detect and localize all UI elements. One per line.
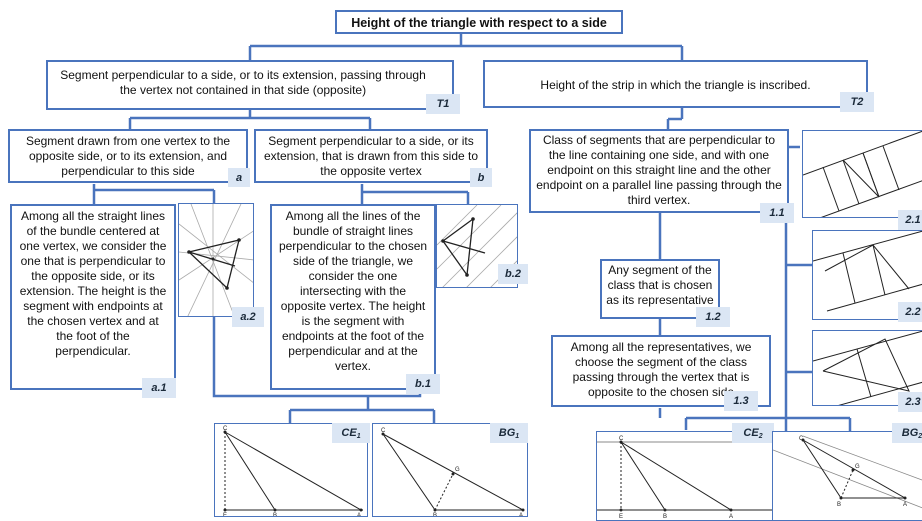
figure-ce2-tag: CE2 — [732, 423, 774, 443]
node-1-3-text: Among all the representatives, we choose… — [570, 340, 752, 399]
figure-ce1-tag-main: CE — [341, 427, 357, 439]
node-b-text: Segment perpendicular to a side, or its … — [263, 134, 479, 178]
figure-2-3-tag: 2.3 — [898, 392, 922, 412]
node-1-3-tag: 1.3 — [724, 391, 758, 411]
node-1-1: Class of segments that are perpendicular… — [529, 129, 789, 213]
vertex-c-label: C — [381, 428, 386, 434]
node-a1-text: Among all the straight lines of the bund… — [19, 209, 167, 358]
figure-a2-tag: a.2 — [232, 307, 264, 327]
vertex-b-label: B — [837, 502, 841, 508]
node-1-2-text: Any segment of the class that is chosen … — [606, 263, 714, 307]
node-t2-text: Height of the strip in which the triangl… — [540, 78, 811, 92]
node-t2-tag: T2 — [840, 92, 874, 112]
node-a1: Among all the straight lines of the bund… — [10, 204, 176, 390]
node-b1-text: Among all the lines of the bundle of str… — [278, 209, 428, 373]
figure-bg2-tag: BG2 — [892, 423, 922, 443]
node-1-1-tag: 1.1 — [760, 203, 794, 223]
figure-ce2: C E B A — [596, 431, 774, 521]
figure-ce2-tag-main: CE — [743, 427, 759, 439]
root-title: Height of the triangle with respect to a… — [351, 16, 607, 30]
vertex-c-label: C — [619, 436, 624, 442]
vertex-e-label: E — [223, 513, 227, 517]
figure-bg2-drawing: C G B A — [773, 435, 922, 509]
figure-ce2-drawing: C E B A — [597, 436, 773, 520]
vertex-a-label: A — [729, 514, 733, 520]
node-1-2-tag: 1.2 — [696, 307, 730, 327]
figure-2-1-tag: 2.1 — [898, 210, 922, 230]
figure-b2-tag: b.2 — [498, 264, 528, 284]
figure-ce1-drawing: C E B A — [223, 426, 363, 517]
node-t2: Height of the strip in which the triangl… — [483, 60, 868, 108]
figure-bg1-tag: BG1 — [490, 423, 528, 443]
figure-2-2-tag: 2.2 — [898, 302, 922, 322]
figure-bg2: C G B A — [772, 431, 922, 521]
figure-bg1-tag-main: BG — [498, 427, 516, 439]
vertex-c-label: C — [799, 436, 804, 442]
vertex-b-label: B — [663, 514, 667, 520]
node-a: Segment drawn from one vertex to the opp… — [8, 129, 248, 183]
node-b1: Among all the lines of the bundle of str… — [270, 204, 436, 390]
figure-bg2-tag-sub: 2 — [918, 433, 922, 440]
node-a-tag: a — [228, 168, 250, 187]
figure-ce2-tag-sub: 2 — [758, 433, 763, 440]
vertex-e-label: E — [619, 514, 623, 520]
node-t1: Segment perpendicular to a side, or to i… — [46, 60, 454, 110]
root-title-box: Height of the triangle with respect to a… — [335, 10, 623, 34]
vertex-a-label: A — [903, 502, 907, 508]
figure-2-2-drawing — [813, 231, 922, 312]
node-b-tag: b — [470, 168, 492, 187]
node-a1-tag: a.1 — [142, 378, 176, 398]
vertex-a-label: A — [357, 513, 361, 517]
node-b1-tag: b.1 — [406, 374, 440, 394]
figure-a2-drawing — [179, 204, 253, 316]
figure-a2 — [178, 203, 254, 317]
node-t1-text: Segment perpendicular to a side, or to i… — [60, 68, 426, 97]
vertex-b-label: B — [433, 513, 437, 517]
node-a-text: Segment drawn from one vertex to the opp… — [25, 134, 231, 178]
vertex-b-label: B — [273, 513, 277, 517]
node-1-1-text: Class of segments that are perpendicular… — [536, 133, 782, 207]
figure-bg2-tag-main: BG — [901, 427, 919, 439]
vertex-g-label: G — [855, 464, 860, 470]
node-t1-tag: T1 — [426, 94, 460, 114]
vertex-c-label: C — [223, 426, 228, 432]
figure-ce1-tag-sub: 1 — [356, 433, 361, 440]
figure-bg1-drawing: C G B A — [381, 428, 525, 517]
figure-2-3-drawing — [813, 331, 922, 405]
node-b: Segment perpendicular to a side, or its … — [254, 129, 488, 183]
figure-ce1-tag: CE1 — [332, 423, 370, 443]
figure-2-1 — [802, 130, 922, 218]
vertex-g-label: G — [455, 467, 460, 473]
figure-2-1-drawing — [803, 131, 922, 217]
vertex-a-label: A — [519, 513, 523, 517]
figure-bg1-tag-sub: 1 — [515, 433, 520, 440]
